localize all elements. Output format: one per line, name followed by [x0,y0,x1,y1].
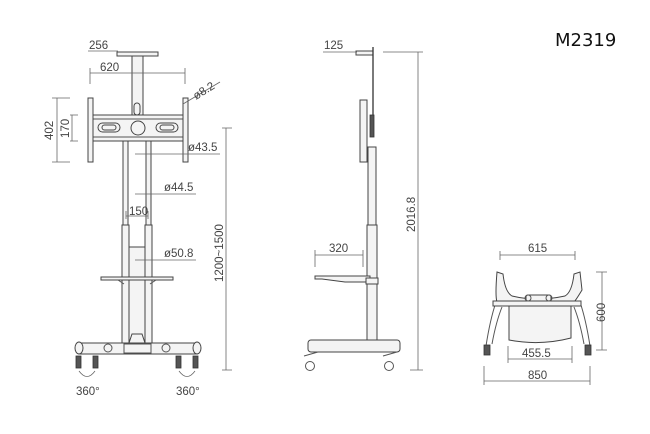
dim-depth: 600 [596,303,608,322]
dim-slot-spacing: 170 [60,119,72,138]
mast-clamp [133,102,141,116]
side-mount-plate [359,99,368,163]
rotation-arc [78,370,196,377]
side-wheel-back [384,361,394,371]
side-wheel-front [305,361,315,371]
dim-tray-width: 455.5 [522,348,551,360]
dim-upper-tube: ø43.5 [188,142,217,154]
right-rail [182,97,189,163]
dim-lower-tube: ø50.8 [164,248,193,260]
side-base [307,339,401,353]
side-view: 125 320 2016.8 [303,40,423,371]
dim-total-height: 2016.8 [406,197,418,232]
left-rail [87,97,94,163]
shelf [100,276,174,281]
dim-mid-tube: ø44.5 [164,182,193,194]
dim-base-width: 850 [528,370,547,382]
base [75,342,201,355]
top-view: 615 600 455.5 850 [483,243,608,385]
model-number: M2319 [555,30,617,51]
wheel-rotation-left: 360° [76,386,100,398]
dim-shelf-depth: 320 [329,243,348,255]
top-plate [116,51,159,57]
dim-top-depth: 125 [324,40,343,52]
front-view: 360° 360° 256 620 ø8.2 402 170 ø43.5 ø44… [44,40,232,398]
wheel-rotation-right: 360° [176,386,200,398]
top-shelf-bar [492,300,582,307]
dim-hole: ø8.2 [191,80,217,102]
dim-bracket-width: 620 [100,62,119,74]
center-hole [130,120,146,136]
front-wheels [75,355,199,369]
dim-bracket-height: 402 [44,121,56,140]
side-top-plate [355,50,374,56]
dim-height-range: 1200~1500 [214,224,226,282]
dim-top-plate: 256 [89,40,108,52]
dim-inner-width: 615 [528,243,547,255]
top-tray [508,305,572,344]
side-shelf [314,275,371,283]
dim-tube-spacing: 150 [129,206,148,218]
